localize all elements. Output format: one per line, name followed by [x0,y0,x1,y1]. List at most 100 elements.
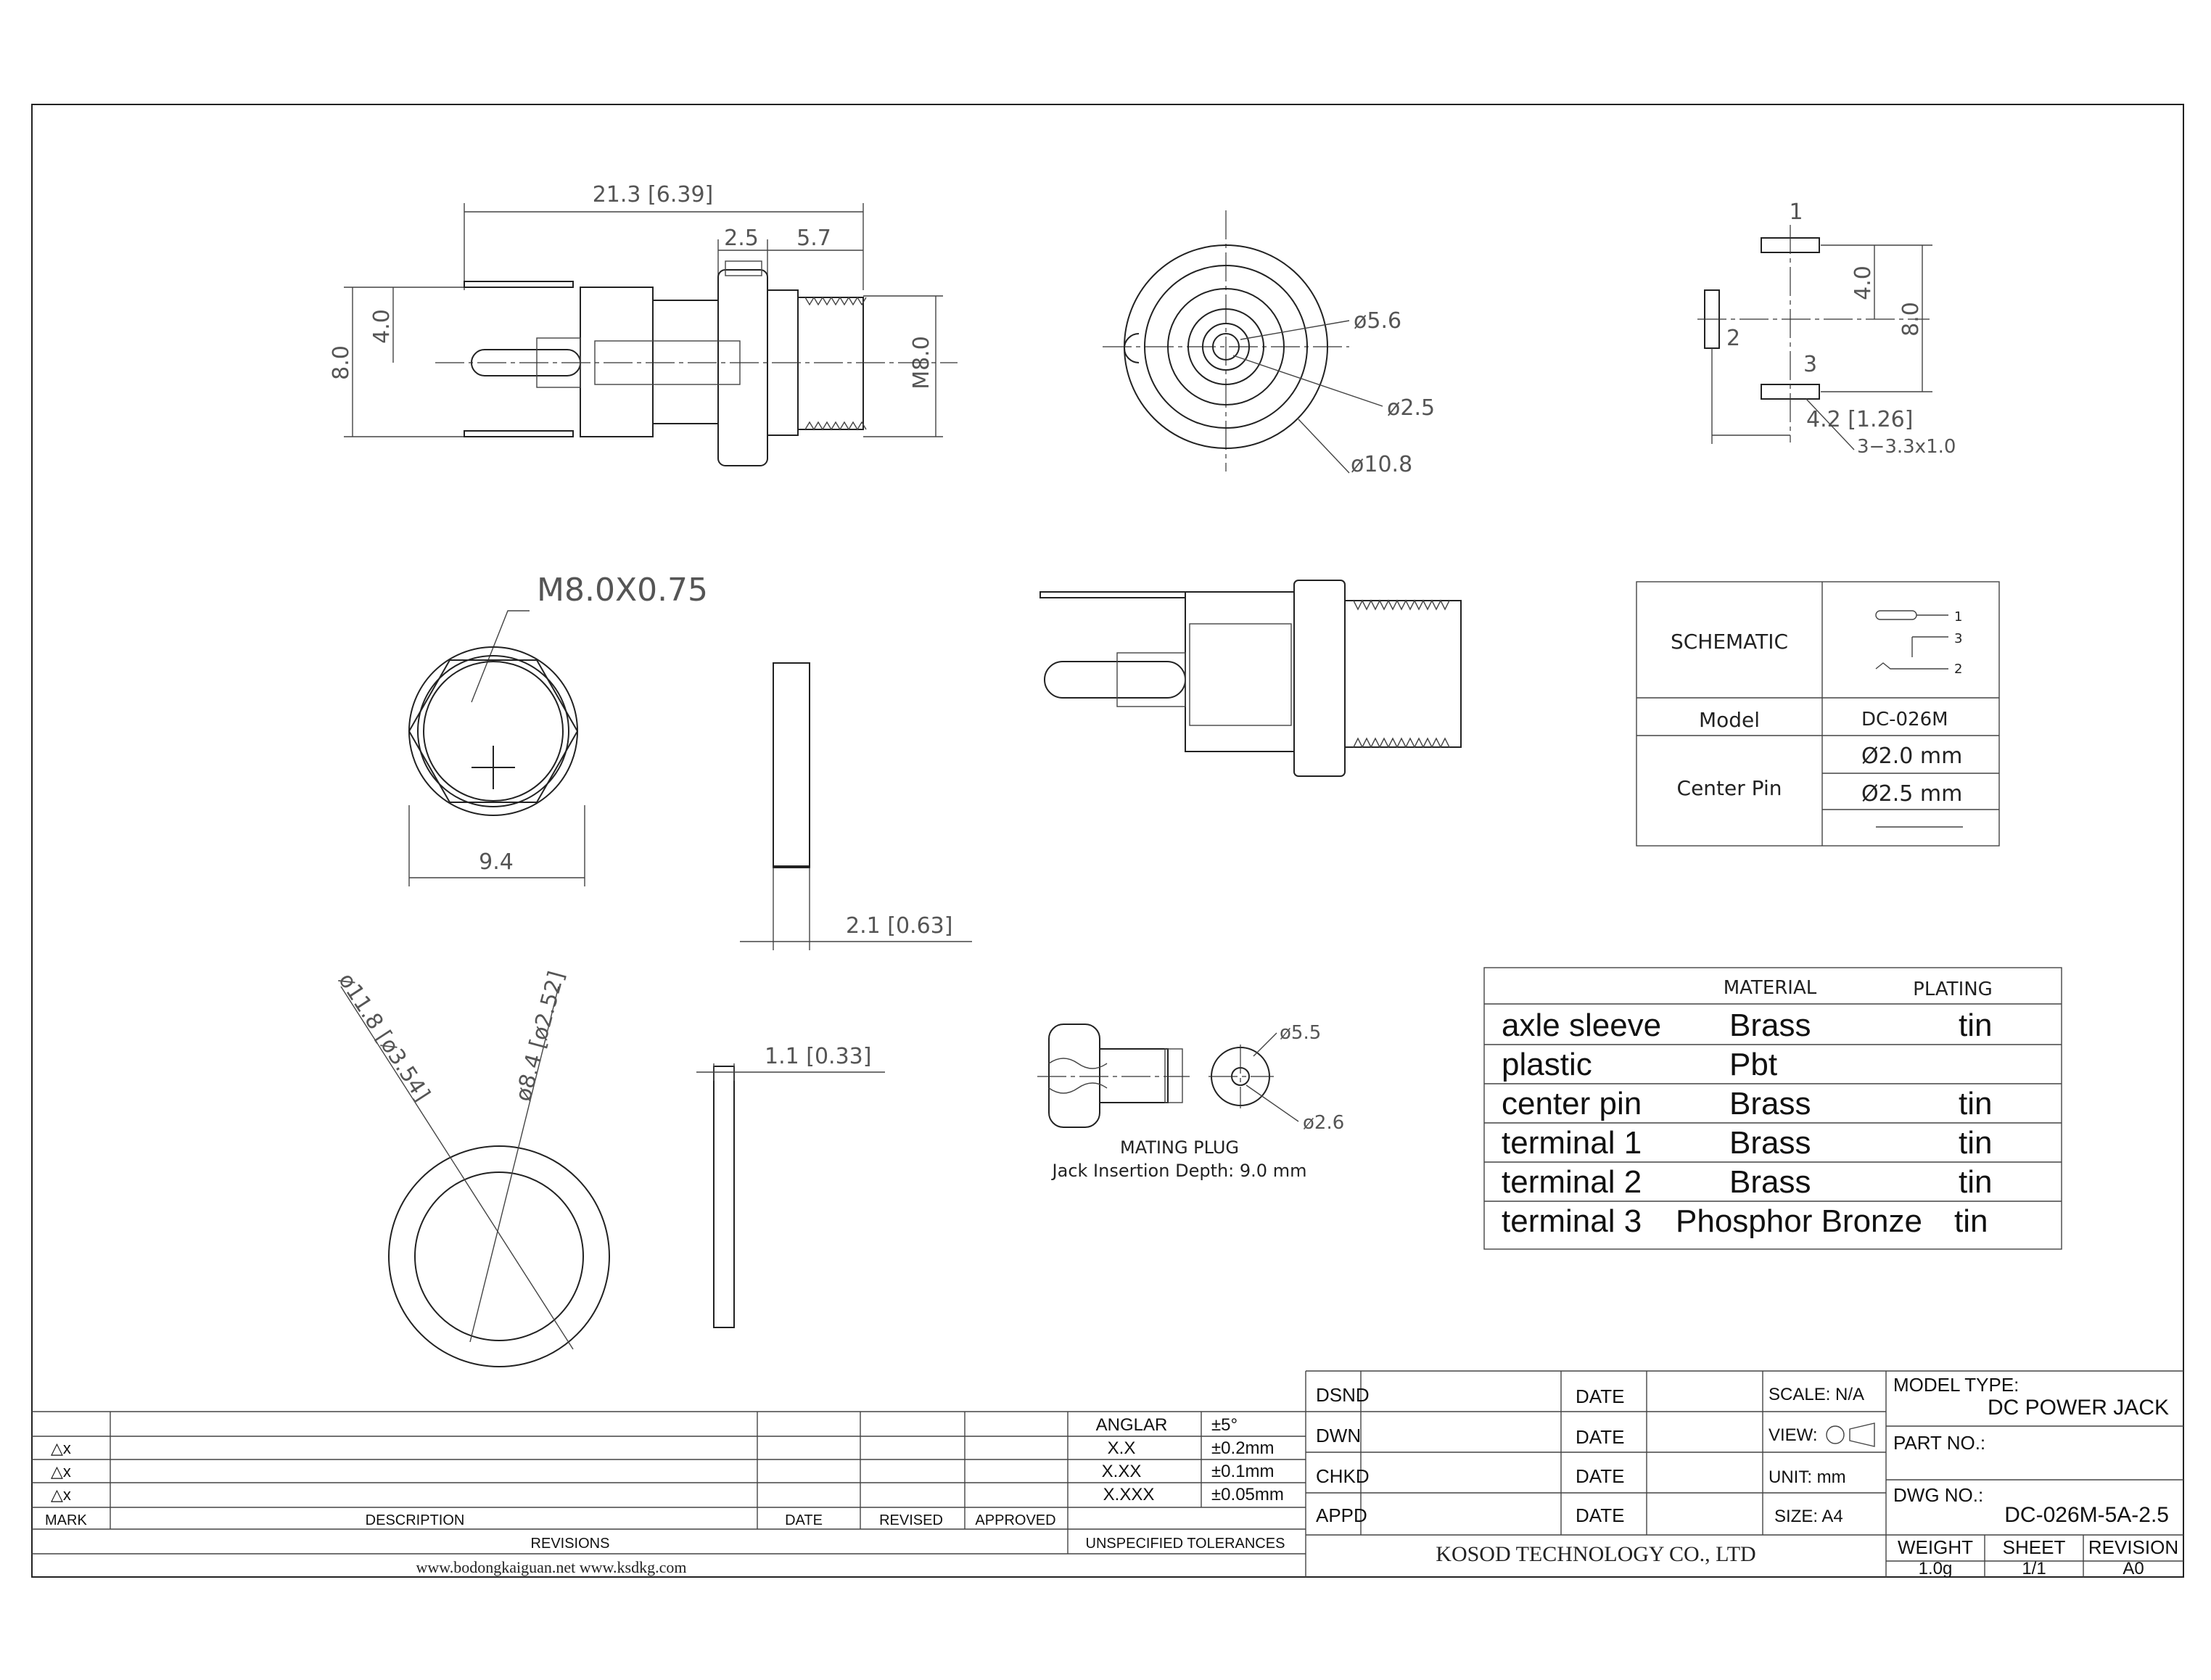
title-block: DSND DWN CHKD APPD DATE DATE DATE DATE S… [1305,1370,2183,1578]
tolerance-value: ±0.05mm [1211,1485,1284,1504]
dim-nut-width: 9.4 [479,849,514,875]
role-dwn: DWN [1316,1425,1361,1446]
size-label: SIZE: A4 [1774,1507,1843,1526]
material-plating: tin [1959,1008,1992,1043]
plating-header: PLATING [1913,979,1993,1000]
drawing-border [31,104,2184,1578]
dim-pin-8: 8.0 [1898,302,1924,337]
model-type-value: DC POWER JACK [1988,1396,2169,1420]
tolerance-value: ±0.2mm [1211,1438,1275,1458]
material-name: Pbt [1729,1047,1777,1082]
company-name: KOSOD TECHNOLOGY CO., LTD [1436,1542,1755,1566]
date-label: DATE [1576,1385,1624,1407]
schematic-pin-1: 1 [1954,609,1962,625]
material-plating: tin [1959,1164,1992,1200]
material-name: Phosphor Bronze [1676,1203,1922,1239]
weight-value: 1.0g [1919,1559,1953,1578]
description-header: DESCRIPTION [366,1512,465,1528]
mating-plug: ø5.5 ø2.6 MATING PLUG Jack Insertion Dep… [1037,1022,1344,1181]
dim-offset: 4.0 [369,309,395,344]
tolerance-label: X.XXX [1103,1485,1155,1504]
date-label: DATE [1576,1465,1624,1487]
material-name: Brass [1729,1008,1811,1043]
pin-label-2: 2 [1726,326,1740,351]
date-label: DATE [1576,1504,1624,1526]
schematic-label: SCHEMATIC [1671,630,1788,654]
pin-label-1: 1 [1789,199,1803,225]
material-part: terminal 2 [1502,1164,1642,1200]
role-dsnd: DSND [1316,1384,1370,1406]
part-no-label: PART NO.: [1893,1432,1985,1454]
websites: www.bodongkaiguan.net www.ksdkg.com [416,1558,687,1576]
dim-pin-4: 4.0 [1850,265,1876,300]
revision-value: A0 [2123,1559,2144,1578]
tolerance-label: ANGLAR [1096,1415,1168,1435]
dim-flange: 2.5 [724,226,759,251]
revision-mark: △x [51,1462,71,1481]
unit-label: UNIT: mm [1769,1467,1846,1487]
nut-thread-label: M8.0X0.75 [537,572,708,609]
center-pin-label: Center Pin [1677,776,1782,800]
material-plating: tin [1954,1203,1988,1239]
material-table: MATERIAL PLATING axle sleeve Brass tin p… [1483,967,2062,1250]
material-part: terminal 3 [1502,1203,1642,1239]
model-type-label: MODEL TYPE: [1893,1374,2019,1396]
date-header: DATE [785,1512,823,1528]
material-part: center pin [1502,1086,1642,1121]
scale-label: SCALE: N/A [1769,1385,1864,1404]
schematic-pin-2: 2 [1954,662,1962,677]
mating-plug-label: MATING PLUG [1120,1137,1239,1158]
schematic-pin-3: 3 [1954,631,1962,646]
revisions-block: △x △x △x MARK DESCRIPTION DATE REVISED A… [32,1411,1306,1576]
mark-header: MARK [45,1512,87,1528]
date-label: DATE [1576,1426,1624,1448]
tolerance-label: X.X [1108,1438,1136,1458]
revision-label: REVISION [2088,1536,2178,1558]
weight-label: WEIGHT [1898,1536,1973,1558]
dim-d25: ø2.5 [1387,395,1435,421]
model-label: Model [1699,708,1760,732]
dim-nut-thickness: 2.1 [0.63] [846,913,952,939]
insertion-depth-label: Jack Insertion Depth: 9.0 mm [1051,1161,1307,1181]
front-view: 21.3 [6.39] 2.5 5.7 8.0 4.0 M8.0 [329,182,958,466]
tolerance-value: ±5° [1211,1415,1238,1435]
projection-icon [1826,1425,1845,1444]
material-header: MATERIAL [1724,977,1817,999]
role-chkd: CHKD [1316,1465,1370,1487]
dim-d108: ø10.8 [1351,452,1412,477]
pin-label-3: 3 [1803,352,1817,377]
material-name: Brass [1729,1125,1811,1161]
view-label: VIEW: [1769,1425,1818,1445]
material-part: axle sleeve [1502,1008,1661,1043]
nut-view: M8.0X0.75 9.4 2.1 [0.63] [408,572,972,950]
material-plating: tin [1959,1125,1992,1161]
end-view: ø5.6 ø2.5 ø10.8 [1103,210,1435,477]
dim-plug-outer: ø5.5 [1280,1022,1321,1044]
sheet-value: 1/1 [2022,1559,2046,1578]
schematic-table: SCHEMATIC 1 3 2 Model DC-026M Center Pin… [1636,581,2000,847]
role-appd: APPD [1316,1504,1367,1526]
approved-header: APPROVED [975,1512,1055,1528]
tolerances-footer: UNSPECIFIED TOLERANCES [1086,1536,1285,1552]
dim-washer-thickness: 1.1 [0.33] [765,1044,871,1069]
dwg-no-label: DWG NO.: [1893,1484,1983,1506]
dim-thread-length: 5.7 [796,226,831,251]
center-pin-25: Ø2.5 mm [1861,781,1962,807]
dwg-no-value: DC-026M-5A-2.5 [2004,1503,2169,1527]
material-name: Brass [1729,1164,1811,1200]
revision-mark: △x [51,1439,71,1457]
dim-overall-length: 21.3 [6.39] [593,182,714,207]
sheet-label: SHEET [2003,1536,2066,1558]
pin-view: 1 2 3 4.0 8.0 4.2 [1.26] 3−3.3x1.0 [1697,199,1956,458]
model-value: DC-026M [1861,709,1948,730]
revised-header: REVISED [879,1512,943,1528]
tolerance-label: X.XX [1102,1462,1142,1481]
dim-height: 8.0 [329,345,354,380]
revision-mark: △x [51,1486,71,1504]
material-part: terminal 1 [1502,1125,1642,1161]
washer-view: ø11.8 [ø3.54] ø8.4 [ø2.52] 1.1 [0.33] [333,968,885,1367]
side-view [1039,580,1462,777]
material-plating: tin [1959,1086,1992,1121]
revisions-footer: REVISIONS [531,1536,610,1552]
